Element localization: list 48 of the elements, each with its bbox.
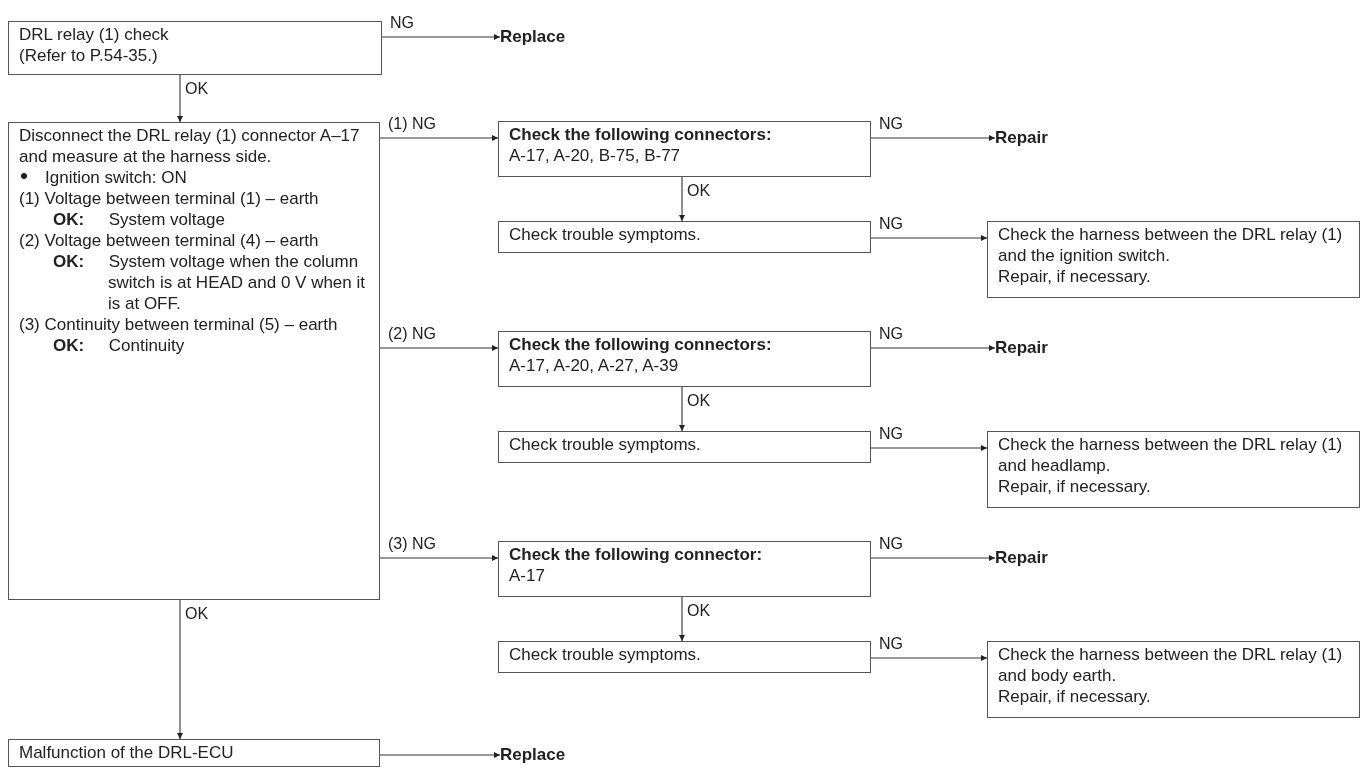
arrow (870, 135, 996, 141)
arrow (379, 135, 499, 141)
arrow (679, 596, 685, 642)
arrow (870, 345, 996, 351)
arrow (379, 345, 499, 351)
arrow (870, 445, 988, 451)
process-box: Malfunction of the DRL-ECU (8, 739, 380, 767)
edge-label: NG (879, 325, 903, 343)
process-box: Check trouble symptoms. (498, 431, 871, 463)
process-box: Check the following connectors: A-17, A-20, B-75, B-77 (498, 121, 871, 177)
process-box: Check the harness between the DRL relay (1) and the ignition switch. Repair, if necessary. (987, 221, 1360, 298)
arrow (870, 235, 988, 241)
arrow (379, 555, 499, 561)
edge-label: OK (185, 80, 209, 98)
process-box: Check the following connectors: A-17, A-20, A-27, A-39 (498, 331, 871, 387)
arrow (679, 386, 685, 432)
edge-label: NG (879, 535, 903, 553)
arrow (870, 555, 996, 561)
inspection-box: Disconnect the DRL relay (1) connector A–17 and measure at the harness side. Ignition switch: ON (1) Voltage between terminal (1) – earth OK: System voltage (2) Voltage between terminal (4) – earth OK: System voltage when the column switch is at HEAD and 0 V when it is at OFF. (3) Continuity between terminal (5) – earth OK: Continuity (8, 122, 380, 600)
edge-label: (3) NG (388, 535, 436, 553)
arrow (381, 34, 501, 40)
edge-label: NG (879, 425, 903, 443)
arrow (177, 599, 183, 740)
arrow (679, 176, 685, 222)
edge-label: OK (185, 605, 209, 623)
edge-label: NG (879, 115, 903, 133)
arrow (379, 752, 501, 758)
process-box: Check the harness between the DRL relay (1) and body earth. Repair, if necessary. (987, 641, 1360, 718)
action-text: Replace (500, 26, 566, 47)
process-box: Check trouble symptoms. (498, 221, 871, 253)
process-box: Check the harness between the DRL relay (1) and headlamp. Repair, if necessary. (987, 431, 1360, 508)
process-box: Check the following connector: A-17 (498, 541, 871, 597)
action-text: Repair (995, 337, 1048, 358)
edge-label: OK (687, 182, 711, 200)
edge-label: NG (879, 635, 903, 653)
edge-label: OK (687, 602, 711, 620)
action-text: Repair (995, 547, 1048, 568)
arrow (870, 655, 988, 661)
process-box: Check trouble symptoms. (498, 641, 871, 673)
edge-label: OK (687, 392, 711, 410)
arrow (177, 74, 183, 123)
process-box: DRL relay (1) check (Refer to P.54-35.) (8, 21, 382, 75)
action-text: Replace (500, 744, 566, 765)
action-text: Repair (995, 127, 1048, 148)
edge-label: (2) NG (388, 325, 436, 343)
edge-label: NG (390, 14, 414, 32)
edge-label: NG (879, 215, 903, 233)
edge-label: (1) NG (388, 115, 436, 133)
